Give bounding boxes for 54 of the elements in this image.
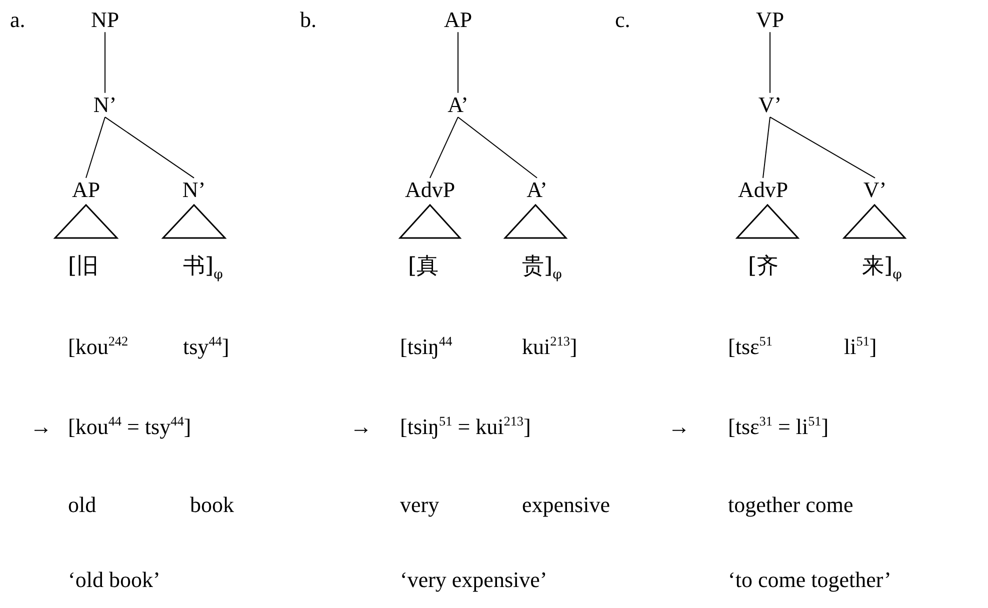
triangle-symbol	[737, 205, 798, 238]
phrase-label: V’	[758, 92, 782, 118]
transcription-text: [tsiŋ$^{44}$	[400, 334, 452, 360]
tree-branch	[430, 116, 458, 178]
phrase-label: AdvP	[404, 178, 456, 202]
transcription-text: [kou$^{242}$	[68, 334, 128, 360]
phrase-label: A’	[526, 178, 548, 202]
tree-branch	[86, 116, 106, 178]
transcription-text: [tsɛ$^{31}$ = li$^{51}$]	[728, 414, 829, 440]
transcription-text: kui$^{213}$]	[522, 334, 578, 360]
tree-branch	[104, 116, 194, 178]
transcription-text: ‘to come together’	[728, 568, 892, 592]
triangle-symbol	[163, 205, 225, 238]
triangle-symbol	[844, 205, 905, 238]
tree-branch	[770, 116, 876, 178]
tree-branch	[104, 32, 106, 94]
transcription-text: [tsɛ$^{51}$	[728, 334, 772, 360]
phrase-label: N’	[182, 178, 206, 202]
transcription-text: →	[668, 414, 690, 440]
example-letter: b.	[300, 8, 316, 32]
phrase-label: VP	[756, 8, 784, 32]
chinese-word: [齐	[748, 254, 779, 280]
chinese-word: 来]$_{φ}$	[862, 254, 902, 280]
tree-branch	[458, 116, 538, 178]
example-letter: a.	[10, 8, 26, 32]
transcription-text: expensive	[522, 492, 610, 518]
chinese-word: [旧	[68, 254, 99, 280]
transcription-text: book	[190, 492, 234, 518]
example-letter: c.	[615, 8, 630, 32]
triangle-symbol	[55, 205, 117, 238]
triangle-symbol	[505, 205, 566, 238]
transcription-text: tsy$^{44}$]	[183, 334, 230, 360]
phrase-label: N’	[93, 92, 117, 118]
transcription-text: →	[350, 414, 372, 440]
transcription-text: ‘old book’	[68, 568, 160, 592]
transcription-text: very	[400, 492, 440, 518]
phrase-label: AdvP	[738, 178, 788, 202]
transcription-text: [tsiŋ$^{51}$ = kui$^{213}$]	[400, 414, 531, 440]
transcription-text: [kou$^{44}$ = tsy$^{44}$]	[68, 414, 192, 440]
transcription-text: →	[30, 414, 52, 440]
transcription-text: together come	[728, 492, 854, 518]
transcription-text: old	[68, 492, 96, 518]
phrase-label: AP	[444, 8, 472, 32]
phrase-label: A’	[448, 92, 468, 118]
chinese-word: 贵]$_{φ}$	[522, 254, 562, 280]
phrase-label: AP	[72, 178, 100, 202]
chinese-word: [真	[408, 254, 439, 280]
chinese-word: 书]$_{φ}$	[183, 254, 223, 280]
transcription-text: ‘very expensive’	[400, 568, 548, 592]
triangle-symbol	[400, 205, 460, 238]
phrase-label: V’	[863, 178, 887, 202]
phrase-label: NP	[90, 8, 120, 32]
transcription-text: li$^{51}$]	[844, 334, 877, 360]
tree-branch	[762, 116, 770, 178]
